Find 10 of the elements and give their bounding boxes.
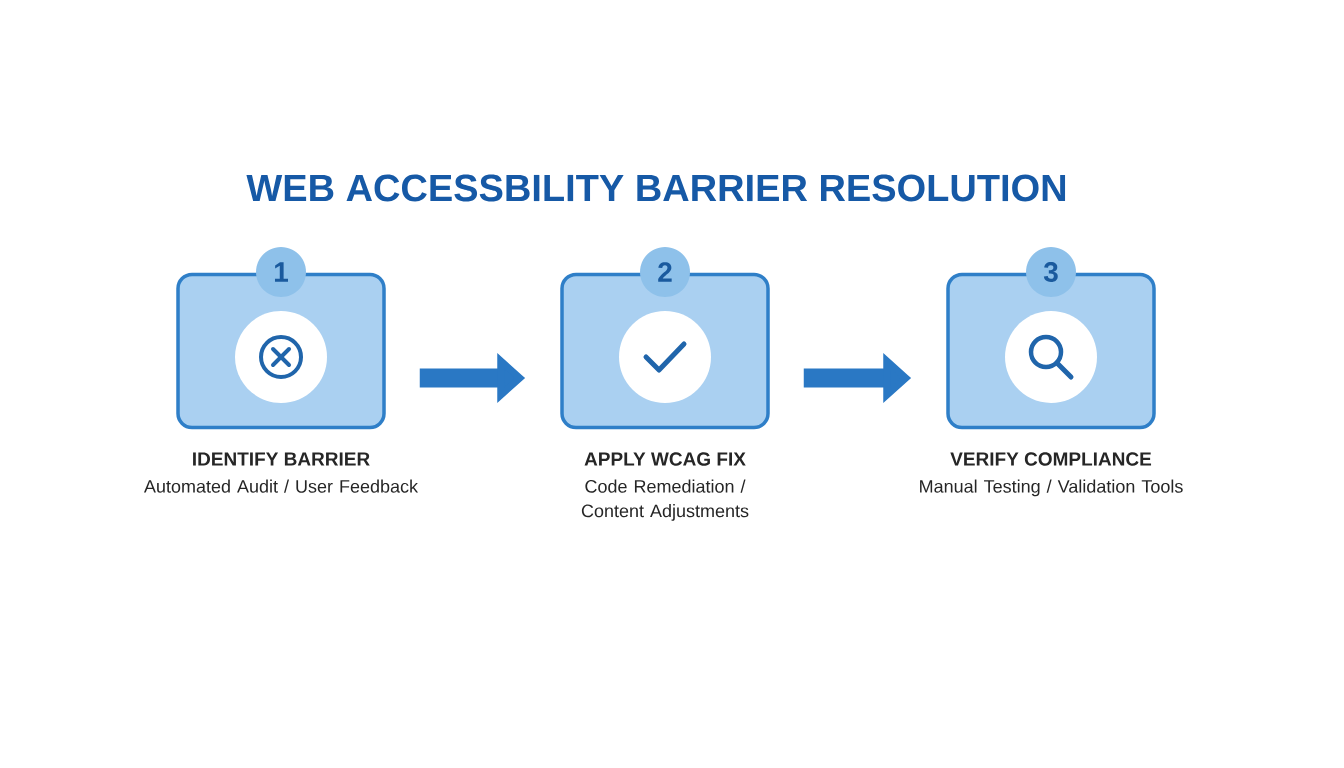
step-description: Automated Audit / User Feedback [144, 479, 419, 493]
title: WEB ACCESSBILITY BARRIER RESOLUTION [246, 174, 1066, 202]
number-badge: 2 [640, 247, 690, 297]
step-description: Code Remediation / Content Adjustments [581, 479, 749, 521]
step-description: Manual Testing / Validation Tools [920, 479, 1183, 497]
number-badge: 3 [1026, 247, 1076, 297]
number-badge: 1 [256, 247, 306, 297]
step-heading: VERIFY COMPLIANCE [950, 452, 1152, 466]
step-heading: IDENTIFY BARRIER [193, 452, 370, 466]
step-heading: APPLY WCAG FIX [584, 452, 746, 466]
